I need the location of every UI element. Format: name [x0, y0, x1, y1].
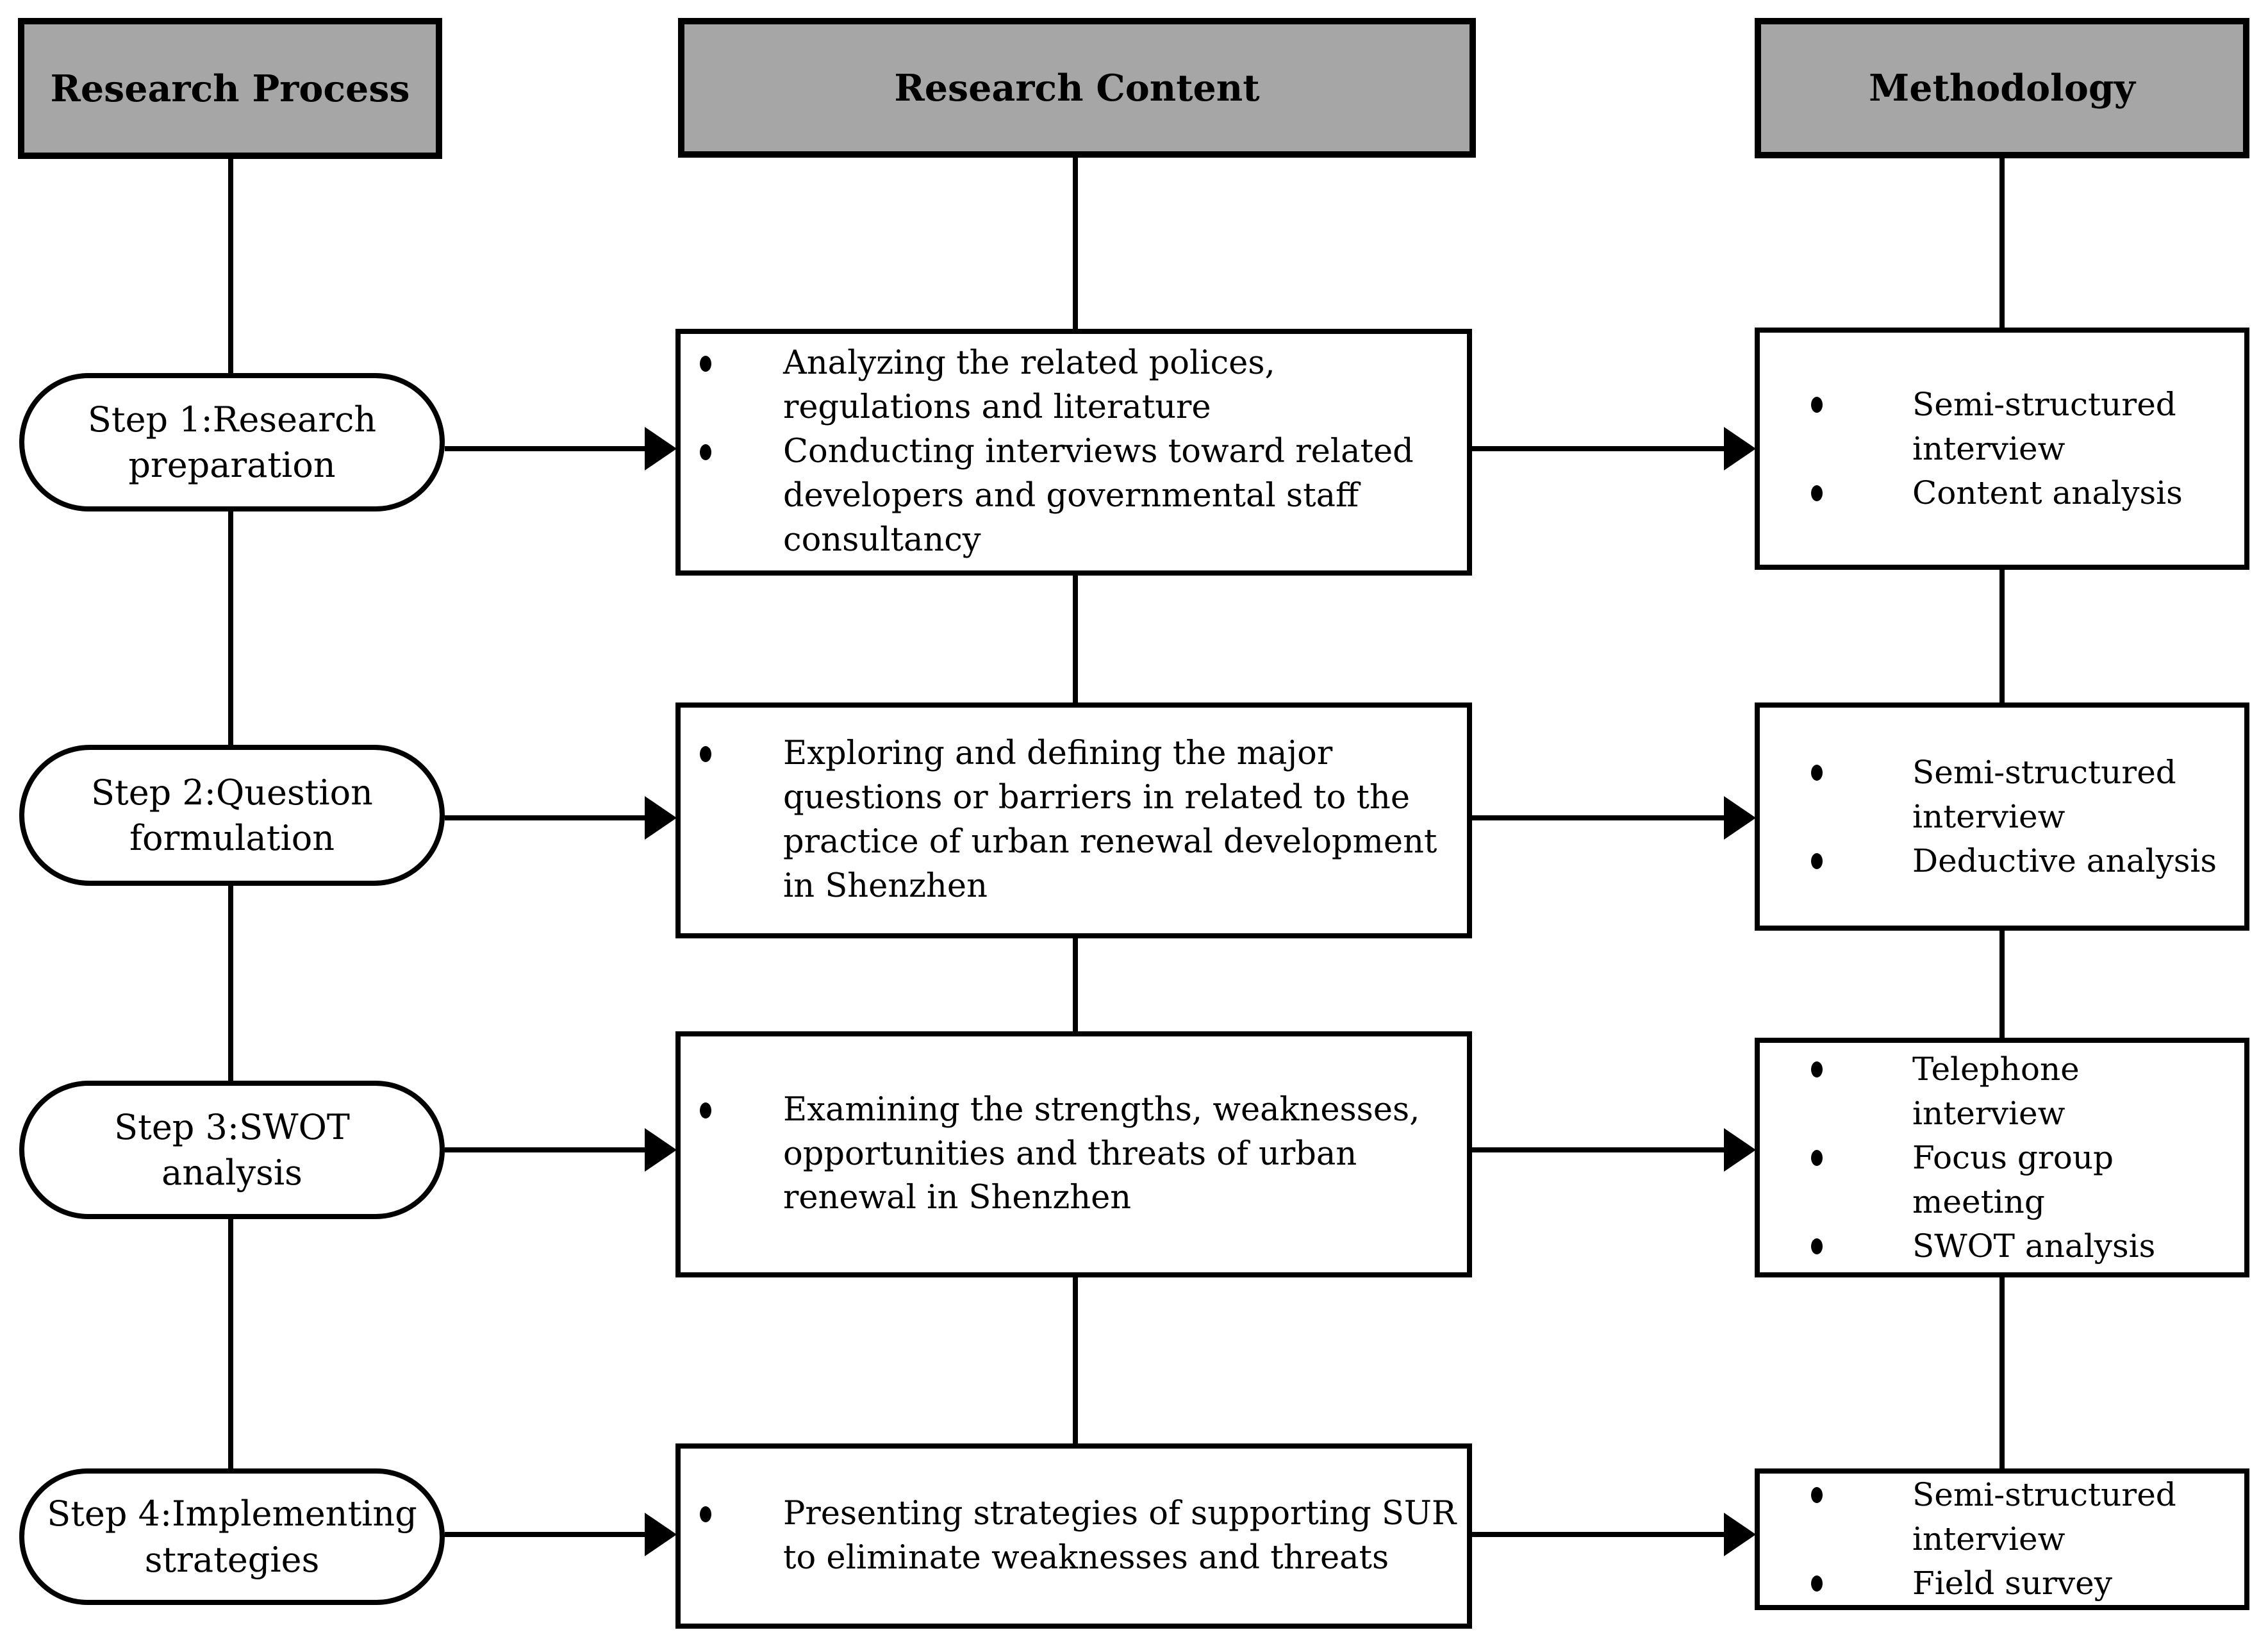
- bullet-icon: [1811, 852, 1823, 869]
- list-item: Semi-structured interview: [1760, 751, 2244, 839]
- arrow-content4-to-methodology-head: [1724, 1513, 1756, 1556]
- list-item: Focus group meeting: [1760, 1136, 2244, 1224]
- header-research-process-label: Research Process: [50, 67, 410, 110]
- process-spine-segment-4: [228, 1217, 233, 1468]
- step-1-label: Step 1:Research preparation: [87, 399, 377, 485]
- content-box-2-item-1: Exploring and defining the major questio…: [783, 735, 1437, 905]
- arrow-content2-to-methodology-head: [1724, 796, 1756, 840]
- arrow-step3-to-content-head: [645, 1128, 677, 1172]
- bullet-icon: [700, 356, 711, 372]
- header-methodology-label: Methodology: [1869, 67, 2135, 110]
- methodology-box-3-item-1: Telephone interview: [1912, 1050, 2080, 1132]
- bullet-icon: [700, 1102, 711, 1118]
- content-box-3-item-1: Examining the strengths, weaknesses, opp…: [783, 1090, 1420, 1217]
- arrow-content3-to-methodology-head: [1724, 1128, 1756, 1172]
- content-box-1-item-1: Analyzing the related polices, regulatio…: [783, 344, 1275, 427]
- step-2-oval: Step 2:Question formulation: [19, 745, 445, 886]
- arrow-content1-to-methodology-head: [1724, 427, 1756, 470]
- methodology-box-4-item-2: Field survey: [1912, 1565, 2113, 1602]
- list-item: Exploring and defining the major questio…: [681, 732, 1467, 908]
- methodology-box-2-item-1: Semi-structured interview: [1912, 753, 2176, 835]
- list-item: Presenting strategies of supporting SUR …: [681, 1492, 1467, 1581]
- arrow-step2-to-content-line: [445, 815, 647, 820]
- bullet-icon: [1811, 1149, 1823, 1166]
- arrow-content1-to-methodology-line: [1472, 446, 1725, 451]
- bullet-icon: [700, 746, 711, 763]
- arrow-content3-to-methodology-line: [1472, 1147, 1725, 1152]
- list-item: Analyzing the related polices, regulatio…: [681, 342, 1467, 430]
- process-spine-segment-3: [228, 883, 233, 1081]
- bullet-icon: [1811, 1238, 1823, 1254]
- content-spine-segment-4: [1073, 1276, 1078, 1443]
- methodology-box-1: Semi-structured interview Content analys…: [1755, 328, 2249, 570]
- content-spine-segment-1: [1073, 158, 1078, 329]
- methodology-spine-segment-3: [1999, 928, 2005, 1038]
- content-box-2: Exploring and defining the major questio…: [675, 702, 1472, 938]
- list-item: Deductive analysis: [1760, 839, 2244, 883]
- methodology-box-4: Semi-structured interview Field survey: [1755, 1468, 2249, 1610]
- arrow-step3-to-content-line: [445, 1147, 647, 1152]
- arrow-step2-to-content-head: [645, 796, 677, 840]
- content-box-4-item-1: Presenting strategies of supporting SUR …: [783, 1494, 1457, 1577]
- bullet-icon: [1811, 1061, 1823, 1077]
- process-spine-segment-2: [228, 511, 233, 745]
- header-research-content-label: Research Content: [894, 66, 1260, 110]
- methodology-spine-segment-2: [1999, 567, 2005, 702]
- list-item: Semi-structured interview: [1760, 383, 2244, 471]
- methodology-spine-segment-1: [1999, 158, 2005, 328]
- bullet-icon: [1811, 1487, 1823, 1503]
- arrow-step1-to-content-line: [445, 446, 647, 451]
- methodology-box-2-item-2: Deductive analysis: [1912, 842, 2217, 879]
- methodology-box-4-item-1: Semi-structured interview: [1912, 1476, 2176, 1558]
- methodology-spine-segment-4: [1999, 1276, 2005, 1468]
- step-4-oval: Step 4:Implementing strategies: [19, 1468, 445, 1605]
- bullet-icon: [1811, 1575, 1823, 1592]
- bullet-icon: [700, 1506, 711, 1522]
- list-item: SWOT analysis: [1760, 1224, 2244, 1268]
- header-methodology: Methodology: [1755, 18, 2249, 158]
- list-item: Conducting interviews toward related dev…: [681, 430, 1467, 563]
- step-4-label: Step 4:Implementing strategies: [47, 1493, 417, 1580]
- methodology-box-2: Semi-structured interview Deductive anal…: [1755, 702, 2249, 931]
- header-research-content: Research Content: [678, 18, 1476, 158]
- list-item: Semi-structured interview: [1760, 1473, 2244, 1561]
- arrow-content2-to-methodology-line: [1472, 815, 1725, 820]
- bullet-icon: [1811, 764, 1823, 781]
- methodology-box-3-item-3: SWOT analysis: [1912, 1227, 2156, 1265]
- list-item: Telephone interview: [1760, 1047, 2244, 1136]
- methodology-box-1-item-2: Content analysis: [1912, 474, 2183, 511]
- bullet-icon: [1811, 396, 1823, 413]
- methodology-box-3-item-2: Focus group meeting: [1912, 1138, 2114, 1220]
- content-spine-segment-2: [1073, 576, 1078, 702]
- list-item: Content analysis: [1760, 471, 2244, 515]
- step-3-label: Step 3:SWOT analysis: [114, 1106, 350, 1193]
- header-research-process: Research Process: [18, 18, 442, 159]
- arrow-step1-to-content-head: [645, 427, 677, 470]
- process-spine-segment-1: [228, 159, 233, 373]
- content-box-1-item-2: Conducting interviews toward related dev…: [783, 433, 1414, 559]
- methodology-box-3: Telephone interview Focus group meeting …: [1755, 1038, 2249, 1277]
- content-box-1: Analyzing the related polices, regulatio…: [675, 329, 1472, 576]
- step-2-label: Step 2:Question formulation: [91, 772, 373, 858]
- step-3-oval: Step 3:SWOT analysis: [19, 1081, 445, 1219]
- arrow-content4-to-methodology-line: [1472, 1532, 1725, 1537]
- content-box-4: Presenting strategies of supporting SUR …: [675, 1443, 1472, 1629]
- content-spine-segment-3: [1073, 936, 1078, 1031]
- bullet-icon: [1811, 485, 1823, 501]
- arrow-step4-to-content-line: [445, 1532, 647, 1537]
- list-item: Examining the strengths, weaknesses, opp…: [681, 1088, 1467, 1221]
- methodology-box-1-item-1: Semi-structured interview: [1912, 385, 2176, 467]
- list-item: Field survey: [1760, 1561, 2244, 1606]
- content-box-3: Examining the strengths, weaknesses, opp…: [675, 1031, 1472, 1277]
- step-1-oval: Step 1:Research preparation: [19, 373, 445, 511]
- bullet-icon: [700, 444, 711, 461]
- arrow-step4-to-content-head: [645, 1513, 677, 1556]
